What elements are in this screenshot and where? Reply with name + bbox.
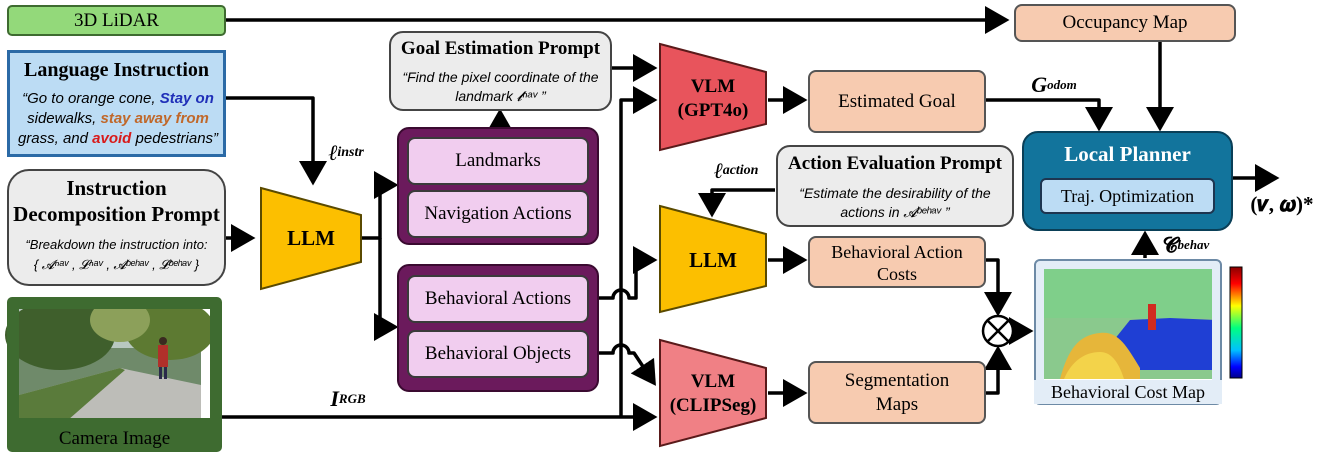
navigation-actions-item: Navigation Actions xyxy=(407,190,589,238)
language-instruction-box: Language Instruction “Go to orange cone,… xyxy=(7,50,226,157)
decomposition-title-2: Decomposition Prompt xyxy=(13,201,220,226)
decomposition-title-1: Instruction xyxy=(66,175,167,200)
vlm-clipseg-sublabel: (CLIPSeg) xyxy=(669,395,757,416)
behavioral-actions-item: Behavioral Actions xyxy=(407,275,589,323)
arrow-llm-nav xyxy=(362,171,399,240)
action-prompt-box: Action Evaluation Prompt “Estimate the d… xyxy=(776,145,1014,227)
goal-prompt-text-2: landmark 𝓵ⁿᵃᵛ ” xyxy=(455,87,546,104)
estimated-goal-box: Estimated Goal xyxy=(808,70,986,133)
avoid-text: avoid xyxy=(92,130,132,147)
vlm-gpt-shape xyxy=(659,42,767,152)
segmentation-maps-box: Segmentation Maps xyxy=(808,361,986,424)
vlm-clipseg-label: VLM xyxy=(690,371,736,392)
seg-label-2: Maps xyxy=(875,394,919,415)
goal-prompt-text-1: “Find the pixel coordinate of the xyxy=(402,69,599,85)
action-prompt-title: Action Evaluation Prompt xyxy=(788,153,1002,174)
llm-action-shape xyxy=(659,204,767,314)
arrow-language-llm xyxy=(226,96,327,186)
cost-map-label: Behavioral Cost Map xyxy=(1034,380,1222,404)
llm-main-shape xyxy=(260,186,362,291)
cost-colorbar xyxy=(1229,266,1243,379)
arrow-camera-gpt xyxy=(619,86,658,417)
cost-map-box xyxy=(1034,259,1222,405)
arrow-llm-behav xyxy=(374,238,399,341)
landmarks-item: Landmarks xyxy=(407,137,589,185)
goal-prompt-title: Goal Estimation Prompt xyxy=(400,38,601,59)
vlm-clipseg-shape xyxy=(659,338,767,448)
lidar-box: 3D LiDAR xyxy=(7,5,226,36)
action-prompt-text-2: actions in 𝓐ᵇᵉʰᵃᵛ ” xyxy=(840,203,950,220)
traj-optimization-box: Traj. Optimization xyxy=(1040,178,1215,214)
arrow-behavobjects-vlm xyxy=(599,343,656,386)
cost-map-picture xyxy=(1044,268,1216,379)
vlm-gpt-label: VLM xyxy=(690,76,736,97)
behavioral-objects-item: Behavioral Objects xyxy=(407,330,589,378)
arrow-actionprompt-llm xyxy=(698,188,775,218)
stay-away-text: stay away from xyxy=(100,110,209,127)
decomposition-text-2: { 𝓐ⁿᵃᵛ , 𝓛ⁿᵃᵛ , 𝓐ᵇᵉʰᵃᵛ , 𝓛ᵇᵉʰᵃᵛ } xyxy=(33,257,200,272)
output-label: (𝒗, 𝝎)* xyxy=(1250,191,1314,216)
otimes-cross xyxy=(986,319,1010,343)
language-instruction-title: Language Instruction xyxy=(23,58,210,81)
action-prompt-text-1: “Estimate the desirability of the xyxy=(799,185,991,201)
stay-on-text: Stay on xyxy=(159,90,214,107)
camera-image-box xyxy=(7,297,222,452)
decomposition-text-1: “Breakdown the instruction into: xyxy=(25,236,208,252)
camera-image-label: Camera Image xyxy=(58,428,171,449)
goal-prompt-box: Goal Estimation Prompt “Find the pixel c… xyxy=(389,31,612,111)
llm-main-label: LLM xyxy=(287,225,335,250)
occupancy-map-box: Occupancy Map xyxy=(1014,4,1236,42)
arrow-goal-planner xyxy=(986,98,1113,132)
arrow-seg-otimes xyxy=(984,345,1012,395)
language-instruction-text: “Go to orange cone, Stay on sidewalks, s… xyxy=(17,90,219,147)
costs-label-2: Costs xyxy=(876,263,918,284)
decomposition-prompt-box: Instruction Decomposition Prompt “Breakd… xyxy=(7,169,226,286)
costs-label-1: Behavioral Action xyxy=(831,241,963,262)
vlm-gpt-sublabel: (GPT4o) xyxy=(677,100,749,121)
local-planner-title: Local Planner xyxy=(1064,141,1191,166)
local-planner-box: Local Planner Traj. Optimization xyxy=(1022,131,1233,231)
arrow-costs-otimes xyxy=(984,258,1012,317)
behavioral-action-costs-box: Behavioral Action Costs xyxy=(808,236,986,288)
llm-action-label: LLM xyxy=(689,247,737,272)
arrow-behavactions-llm xyxy=(599,246,658,300)
seg-label-1: Segmentation xyxy=(844,370,950,391)
camera-picture xyxy=(5,298,215,427)
